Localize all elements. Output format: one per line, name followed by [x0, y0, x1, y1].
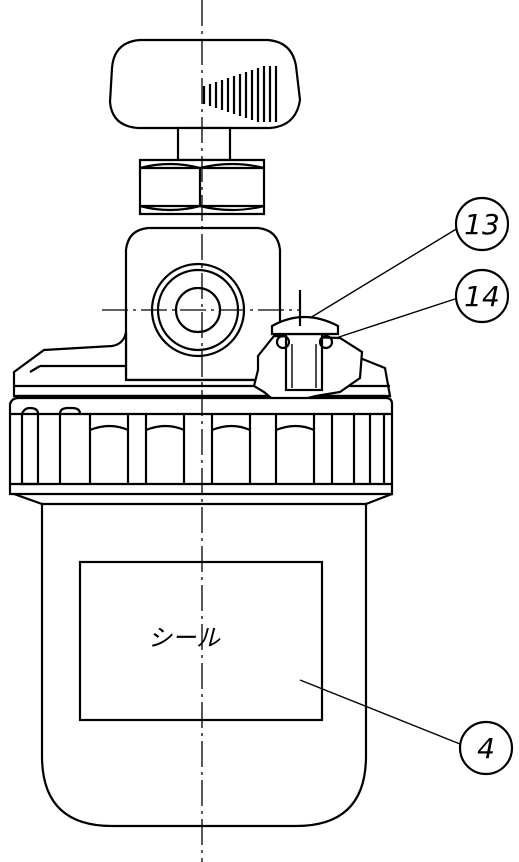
callout-14: 14	[454, 268, 510, 324]
callout-4: 4	[458, 720, 514, 776]
callout-4-label: 4	[477, 732, 495, 765]
callout-13: 13	[454, 196, 510, 252]
stem	[176, 126, 232, 162]
center-lines	[102, 0, 300, 862]
bowl: シール	[13, 492, 393, 828]
leader-lines	[299, 227, 461, 745]
body-block	[124, 226, 282, 382]
collar-ridges	[20, 406, 386, 486]
callout-14-label: 14	[464, 280, 500, 313]
seal-label-text: シール	[148, 624, 221, 652]
o-ring-right	[318, 334, 334, 350]
adjust-knob	[108, 38, 302, 130]
o-ring-left	[275, 334, 291, 350]
knob-knurling	[202, 66, 278, 122]
knurled-collar	[8, 396, 394, 496]
screw-head	[270, 316, 340, 336]
seal-label-box	[78, 560, 324, 722]
callout-13-label: 13	[464, 208, 500, 241]
section-cutaway	[252, 290, 364, 404]
